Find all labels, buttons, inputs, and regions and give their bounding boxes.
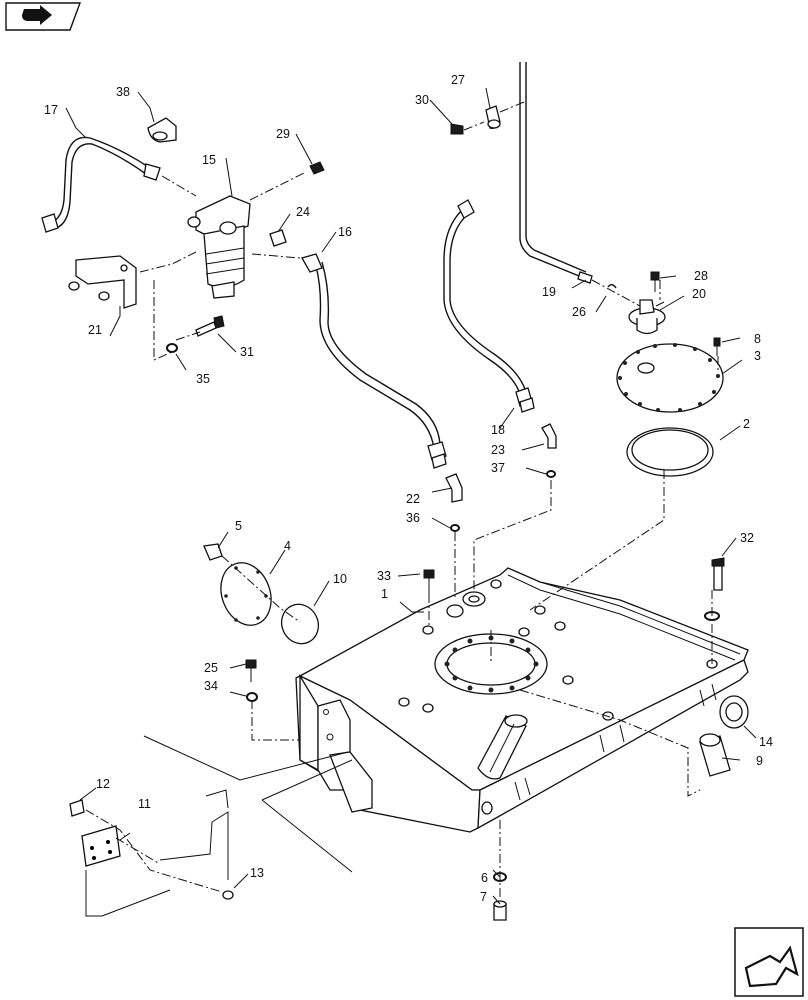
callout-31: 31 [240,345,254,359]
callout-16: 16 [338,225,352,239]
callout-15: 15 [202,153,216,167]
callout-8: 8 [754,332,761,346]
page-navigation-arrow-icon[interactable] [5,2,82,31]
gasket-ring [626,427,714,477]
hose-clamp [147,117,177,143]
callout-4: 4 [284,539,291,553]
callout-38: 38 [116,85,130,99]
callout-labels: 1 2 3 4 5 6 7 8 9 10 11 12 13 14 15 16 1… [44,73,773,904]
hose-clip [485,105,501,130]
callout-24: 24 [296,205,310,219]
callout-27: 27 [451,73,465,87]
callout-6: 6 [481,871,488,885]
assembly-center-lines [85,101,719,900]
breather-pipe [519,62,593,284]
supply-hose [301,253,447,469]
callout-10: 10 [333,572,347,586]
callout-21: 21 [88,323,102,337]
callout-37: 37 [491,461,505,475]
callout-23: 23 [491,443,505,457]
callout-9: 9 [756,754,763,768]
fuel-filter [187,195,251,299]
callout-32: 32 [740,531,754,545]
callout-12: 12 [96,777,110,791]
callout-36: 36 [406,511,420,525]
callout-5: 5 [235,519,242,533]
callout-35: 35 [196,372,210,386]
fuel-gauge-sender [220,562,272,626]
callout-22: 22 [406,492,420,506]
leader-lines [65,87,757,905]
callout-34: 34 [204,679,218,693]
callout-25: 25 [204,661,218,675]
callout-29: 29 [276,127,290,141]
callout-33: 33 [377,569,391,583]
callout-13: 13 [250,866,264,880]
fuel-tank [295,567,749,833]
next-page-arrow-icon[interactable] [734,927,804,997]
callout-30: 30 [415,93,429,107]
callout-19: 19 [542,285,556,299]
callout-1: 1 [381,587,388,601]
sender-plate [616,343,724,413]
callout-3: 3 [754,349,761,363]
filter-bracket [68,255,137,309]
mounting-plate [81,825,121,867]
filler-cap [719,695,749,729]
breather-fitting [628,299,666,335]
callout-20: 20 [692,287,706,301]
callout-2: 2 [743,417,750,431]
callout-28: 28 [694,269,708,283]
callout-17: 17 [44,103,58,117]
callout-18: 18 [491,423,505,437]
filter-hose [41,136,161,233]
strainer [699,733,731,777]
callout-7: 7 [480,890,487,904]
return-hose [443,199,535,413]
callout-11: 11 [138,797,151,811]
callout-14: 14 [759,735,773,749]
callout-26: 26 [572,305,586,319]
